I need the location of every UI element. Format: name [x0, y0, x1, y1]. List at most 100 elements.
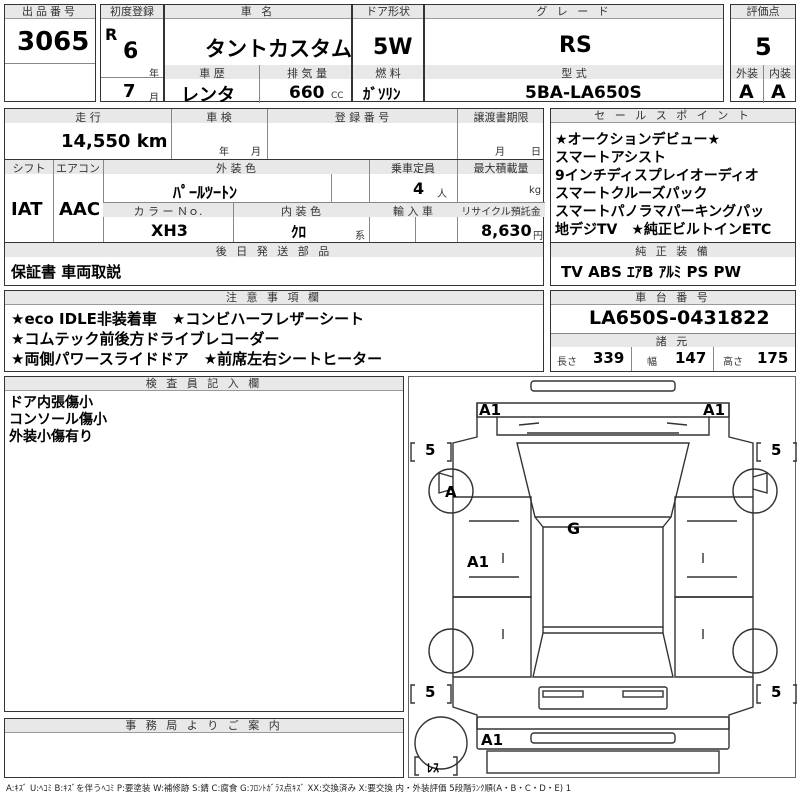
- score: 5: [755, 33, 772, 61]
- color-no-label: カ ラ ー Ｎｏ.: [133, 205, 203, 218]
- history: レンタ: [181, 85, 235, 106]
- int-color-label: 内 装 色: [281, 205, 321, 218]
- legend: A:ｷｽﾞ U:ﾍｺﾐ B:ｷｽﾞを伴うﾍｺﾐ P:要塗装 W:補修跡 S:錆 …: [6, 784, 572, 794]
- recycle: 8,630: [481, 221, 532, 240]
- era: R: [105, 25, 118, 44]
- mark-front-left: A1: [479, 401, 502, 419]
- later-label: 後 日 発 送 部 品: [215, 245, 333, 258]
- month-unit: 月: [149, 93, 159, 104]
- length-label: 長さ: [557, 357, 577, 368]
- int-color: ｸﾛ: [291, 223, 307, 241]
- displacement-label: 排 気 量: [287, 67, 327, 80]
- mark-left-door: A1: [467, 553, 490, 571]
- lot-number: 3065: [17, 27, 90, 57]
- car-name-label: 車 名: [165, 5, 351, 19]
- shift-label: シフト: [12, 162, 46, 175]
- displacement: 660: [289, 83, 325, 103]
- fuel-label: 燃 料: [375, 67, 401, 80]
- car-name: タントカスタム: [205, 37, 352, 61]
- inspection-year-unit: 年: [219, 147, 229, 158]
- office-box: 事 務 局 よ り ご 案 内: [4, 718, 404, 778]
- chassis-number: LA650S-0431822: [589, 307, 770, 329]
- model: 5BA-LA650S: [525, 83, 642, 103]
- fuel: ｶﾞｿﾘﾝ: [363, 85, 401, 103]
- deadline-day-unit: 日: [531, 147, 541, 158]
- later-items: 保証書 車両取説: [11, 263, 122, 281]
- spec-label: 諸 元: [655, 335, 691, 348]
- height-label: 高さ: [723, 357, 743, 368]
- inspector-note-line: コンソール傷小: [9, 412, 107, 428]
- ext-color-label: 外 装 色: [216, 162, 256, 175]
- sales-point-line: スマートアシスト: [555, 150, 667, 166]
- inspector-box: 検 査 員 記 入 欄 ドア内張傷小コンソール傷小外装小傷有り: [4, 376, 404, 712]
- first-reg-box: 初度登録 R 6 年 7 月: [100, 4, 164, 104]
- mid-box: 走 行 車 検 登 録 番 号 譲渡書期限 14,550 km 年 月 月 日 …: [4, 108, 545, 286]
- grade-label: グ レ ー ド: [425, 5, 723, 19]
- note-line: ★eco IDLE非装着車 ★コンビハーフレザーシート: [11, 310, 365, 328]
- sales-point-line: 地デジTV ★純正ビルトインETC: [555, 222, 772, 238]
- inspection-label: 車 検: [206, 111, 232, 124]
- car-diagram-svg: [410, 380, 797, 776]
- width: 147: [675, 349, 707, 367]
- notes-box: 注 意 事 項 欄 ★eco IDLE非装着車 ★コンビハーフレザーシート ★コム…: [4, 290, 544, 372]
- notes-label: 注 意 事 項 欄: [5, 291, 543, 305]
- chassis-box: 車 台 番 号 LA650S-0431822 諸 元 長さ 339 幅 147 …: [550, 290, 796, 372]
- door-box: ドア形状 5W 燃 料 ｶﾞｿﾘﾝ: [352, 4, 424, 103]
- grade: RS: [559, 33, 592, 58]
- recycle-unit: 円: [533, 231, 543, 242]
- ext-color: ﾊﾟｰﾙﾂｰﾄﾝ: [173, 183, 238, 202]
- length: 339: [593, 349, 625, 367]
- office-label: 事 務 局 よ り ご 案 内: [5, 719, 403, 733]
- history-label: 車 歴: [199, 67, 225, 80]
- car-name-box: 車 名 タントカスタム 車 歴 排 気 量 レンタ 660 CC: [164, 4, 352, 106]
- width-label: 幅: [647, 357, 657, 368]
- import-label: 輸 入 車: [393, 205, 433, 218]
- ext-score: A: [739, 81, 754, 103]
- cc-unit: CC: [331, 91, 344, 101]
- mark-tire-rr: 5: [771, 683, 782, 701]
- note-line: ★コムテック前後方ドライブレコーダー: [11, 330, 280, 348]
- model-label: 型 式: [561, 67, 587, 80]
- score-label: 評価点: [731, 5, 795, 19]
- height: 175: [757, 349, 789, 367]
- int-label: 内装: [769, 67, 791, 80]
- note-line: ★両側パワースライドドア ★前席左右シートヒーター: [11, 350, 383, 368]
- inspector-label: 検 査 員 記 入 欄: [5, 377, 403, 391]
- color-no: XH3: [151, 221, 188, 240]
- inspection-month-unit: 月: [251, 147, 261, 158]
- mark-spare: ﾚｽ: [427, 761, 440, 775]
- mileage: 14,550 km: [61, 131, 168, 152]
- chassis-label: 車 台 番 号: [551, 291, 795, 305]
- mark-tire-rl: 5: [425, 683, 436, 701]
- aircon-label: エアコン: [56, 162, 100, 175]
- sales-point-line: スマートパノラマパーキングパッ: [555, 204, 765, 220]
- door-label: ドア形状: [353, 5, 423, 19]
- deadline-month-unit: 月: [495, 147, 505, 158]
- deadline-label: 譲渡書期限: [473, 111, 529, 124]
- notes-lines: ★eco IDLE非装着車 ★コンビハーフレザーシート ★コムテック前後方ドライブ…: [11, 309, 382, 369]
- inspector-lines: ドア内張傷小コンソール傷小外装小傷有り: [9, 395, 107, 446]
- door: 5W: [373, 35, 413, 60]
- capacity: 4: [413, 179, 425, 198]
- mark-front-right: A1: [703, 401, 726, 419]
- equip: TV ABS ｴｱB ｱﾙﾐ PS PW: [561, 263, 742, 281]
- year-unit: 年: [149, 69, 159, 80]
- mark-windshield: G: [567, 519, 581, 538]
- mark-tire-fl: 5: [425, 441, 436, 459]
- inspector-note-line: ドア内張傷小: [9, 395, 93, 411]
- sales-label: セ ー ル ス ポ イ ン ト: [551, 109, 795, 123]
- aircon: AAC: [59, 199, 101, 220]
- ext-label: 外装: [736, 67, 758, 80]
- reg-year: 6: [123, 39, 139, 64]
- mark-rear-left: A1: [481, 731, 504, 749]
- sales-point-line: スマートクルーズパック: [555, 186, 708, 202]
- recycle-label: リサイクル預託金: [461, 207, 541, 218]
- inspector-note-line: 外装小傷有り: [9, 429, 93, 445]
- first-reg-label: 初度登録: [101, 5, 163, 19]
- load-label: 最大積載量: [473, 162, 529, 175]
- mark-tire-fr: 5: [771, 441, 782, 459]
- lot-box: 出品番号 3065: [4, 4, 96, 102]
- grade-box: グ レ ー ド RS 型 式 5BA-LA650S: [424, 4, 724, 103]
